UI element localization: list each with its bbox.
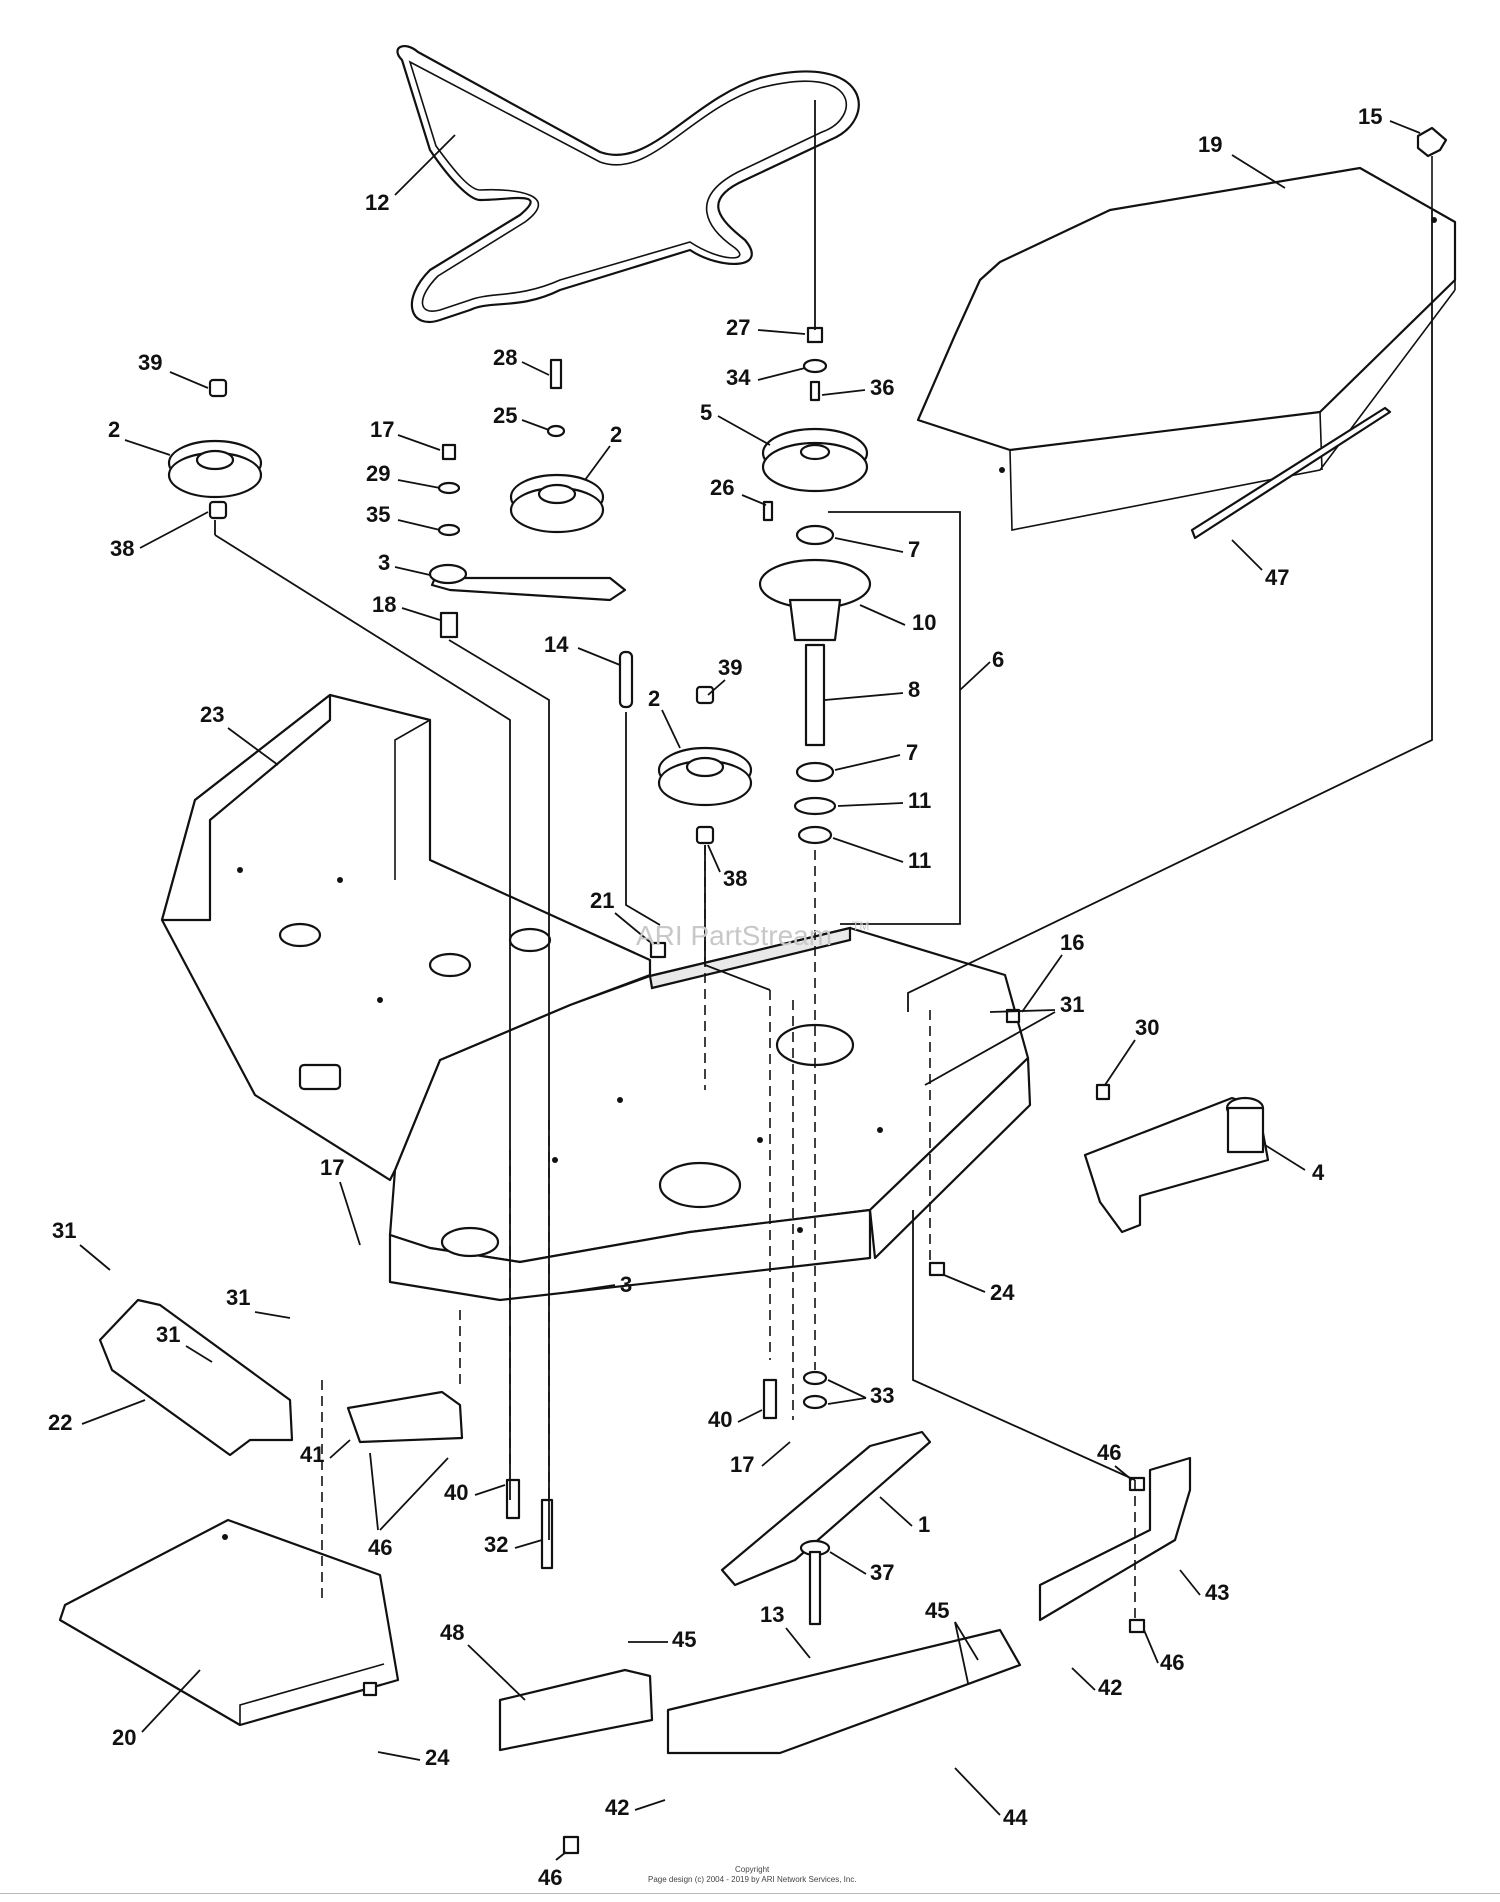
callout-31-mid-left: 31 — [226, 1285, 250, 1310]
callout-40-center: 40 — [708, 1407, 732, 1432]
bracket-41 — [346, 1390, 464, 1444]
callout-2-center: 2 — [648, 686, 660, 711]
callout-17-top: 17 — [370, 417, 394, 442]
callout-14: 14 — [544, 632, 569, 657]
callout-21: 21 — [590, 888, 614, 913]
callout-46-right-bottom: 46 — [1160, 1650, 1184, 1675]
callout-31-bracket: 31 — [156, 1322, 180, 1347]
callout-24-bottom: 24 — [425, 1745, 450, 1770]
bottom-rule — [0, 1893, 1500, 1894]
callout-8: 8 — [908, 677, 920, 702]
discharge-chute-20 — [58, 1518, 400, 1727]
callout-28: 28 — [493, 345, 517, 370]
callout-6: 6 — [992, 647, 1004, 672]
callout-32: 32 — [484, 1532, 508, 1557]
callout-48: 48 — [440, 1620, 464, 1645]
callout-39-center: 39 — [718, 655, 742, 680]
v-belt-12 — [396, 44, 860, 323]
baffle-43 — [1038, 1456, 1192, 1622]
callout-36: 35 — [366, 502, 390, 527]
callout-41: 41 — [300, 1442, 324, 1467]
strip-47 — [1190, 406, 1392, 540]
watermark-tm: TM — [852, 919, 869, 933]
callout-3-top: 3 — [378, 550, 390, 575]
callout-19: 19 — [1198, 132, 1222, 157]
callout-25: 25 — [493, 403, 517, 428]
deck-cover-19 — [916, 166, 1457, 531]
watermark: ARI PartStream TM — [636, 919, 869, 951]
bearings-7-10-11 — [793, 524, 837, 845]
callout-34: 37 — [870, 1560, 894, 1585]
callout-2-left: 2 — [108, 417, 120, 442]
pulley-2-upper — [509, 473, 605, 534]
callout-11: 11 — [908, 848, 931, 873]
copyright: Copyright Page design (c) 2004 - 2019 by… — [648, 1865, 857, 1884]
callout-38-center: 38 — [723, 866, 747, 891]
callout-33: 33 — [870, 1383, 894, 1408]
callout-46-bottom: 46 — [538, 1865, 562, 1890]
callout-47: 47 — [1265, 565, 1289, 590]
spindle-shaft-8 — [804, 643, 826, 747]
callout-15: 15 — [1358, 104, 1382, 129]
callout-18: 18 — [372, 592, 396, 617]
callout-23: 23 — [200, 702, 224, 727]
blade-1 — [720, 1430, 932, 1587]
watermark-text: ARI PartStream — [636, 920, 832, 951]
callout-35: 34 — [726, 365, 751, 390]
idler-bracket-3 — [428, 563, 627, 602]
callout-44: 44 — [1003, 1805, 1028, 1830]
callout-3-lower: 3 — [620, 1272, 632, 1297]
callout-27: 27 — [726, 315, 750, 340]
callout-1: 1 — [918, 1512, 930, 1537]
callout-40-left: 40 — [444, 1480, 468, 1505]
hardware — [208, 326, 1146, 1855]
callout-10-label: 11 — [908, 788, 931, 813]
callout-20: 20 — [112, 1725, 136, 1750]
spindle-housing-9 — [758, 558, 872, 642]
callout-46-left: 46 — [368, 1535, 392, 1560]
mount-frame-23 — [160, 693, 652, 1182]
callout-4: 4 — [1312, 1160, 1325, 1185]
callout-30: 30 — [1135, 1015, 1159, 1040]
callout-37: 36 — [870, 375, 894, 400]
callout-42-bottom: 42 — [605, 1795, 629, 1820]
knob-15 — [1416, 126, 1448, 208]
callout-7-top: 7 — [908, 537, 920, 562]
callout-2-upper: 2 — [610, 422, 622, 447]
assembly-lines — [214, 100, 1433, 1620]
callout-38-left: 38 — [110, 536, 134, 561]
callout-29: 29 — [366, 461, 390, 486]
pulley-2-center — [657, 746, 753, 807]
callout-16: 16 — [1060, 930, 1084, 955]
callout-labels: 12 19 15 47 39 2 38 28 25 2 17 29 35 3 1… — [48, 104, 1421, 1890]
callout-45-center: 45 — [672, 1627, 696, 1652]
bracket-48 — [498, 1668, 654, 1752]
copyright-line1: Copyright — [735, 1865, 770, 1874]
callout-9: 10 — [912, 610, 936, 635]
callout-26: 26 — [710, 475, 734, 500]
callout-13: 13 — [760, 1602, 784, 1627]
callout-42-right: 42 — [1098, 1675, 1122, 1700]
copyright-line2: Page design (c) 2004 - 2019 by ARI Netwo… — [648, 1875, 857, 1884]
callout-12: 12 — [365, 190, 389, 215]
callout-45-right: 45 — [925, 1598, 949, 1623]
callout-39-left: 39 — [138, 350, 162, 375]
idler-arm-4 — [1083, 1096, 1270, 1234]
spring-14 — [618, 650, 634, 709]
callout-17-bottom: 17 — [730, 1452, 754, 1477]
callout-24-right: 24 — [990, 1280, 1015, 1305]
callout-17-left: 17 — [320, 1155, 344, 1180]
callout-22: 22 — [48, 1410, 72, 1435]
pulley-2-left — [167, 439, 263, 499]
bracket-22 — [98, 1298, 294, 1457]
callout-31-far-left: 31 — [52, 1218, 76, 1243]
callout-46-right-top: 46 — [1097, 1440, 1121, 1465]
callout-7-bottom: 7 — [906, 740, 918, 765]
callout-43: 43 — [1205, 1580, 1229, 1605]
pulley-5 — [761, 427, 869, 493]
callout-31-right: 31 — [1060, 992, 1084, 1017]
callout-5: 5 — [700, 400, 712, 425]
baffle-44 — [666, 1628, 1022, 1755]
